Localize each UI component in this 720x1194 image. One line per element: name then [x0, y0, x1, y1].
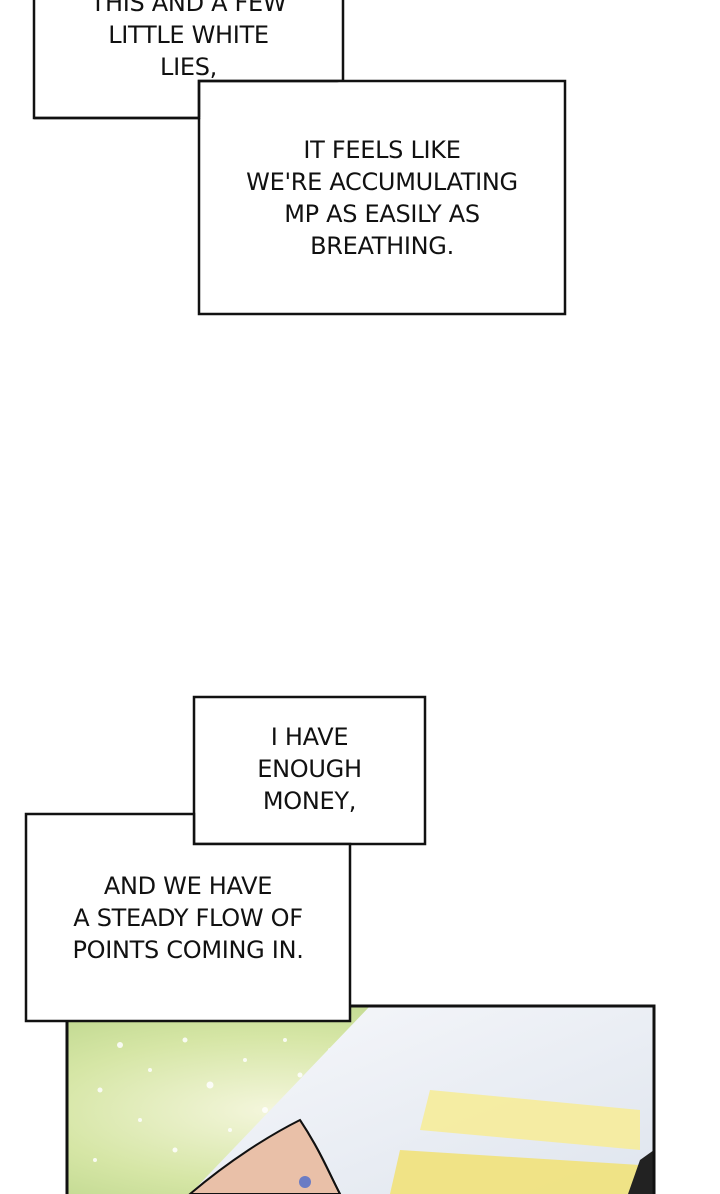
caption-box-middle-left	[24, 812, 352, 1023]
caption-text-middle-left: AND WE HAVE A STEADY FLOW OF POINTS COMI…	[26, 870, 350, 966]
caption-line: BREATHING.	[310, 232, 454, 260]
caption-line: POINTS COMING IN.	[72, 936, 304, 964]
caption-line: MP AS EASILY AS	[284, 200, 480, 228]
caption-line: A STEADY FLOW OF	[73, 904, 303, 932]
caption-text-top-left: THIS AND A FEW LITTLE WHITE LIES,	[34, 0, 343, 83]
caption-line: ENOUGH	[257, 755, 362, 783]
caption-line: LIES,	[160, 53, 217, 81]
caption-line: AND WE HAVE	[103, 872, 273, 900]
caption-text-middle-right: I HAVE ENOUGH MONEY,	[194, 721, 425, 817]
caption-line: THIS AND A FEW	[90, 0, 287, 17]
caption-line: IT FEELS LIKE	[303, 136, 461, 164]
caption-line: I HAVE	[270, 723, 349, 751]
caption-text-top-right: IT FEELS LIKE WE'RE ACCUMULATING MP AS E…	[199, 134, 565, 262]
caption-line: LITTLE WHITE	[108, 21, 269, 49]
caption-box-top-right	[197, 79, 567, 316]
caption-line: MONEY,	[262, 787, 357, 815]
caption-line: WE'RE ACCUMULATING	[246, 168, 518, 196]
